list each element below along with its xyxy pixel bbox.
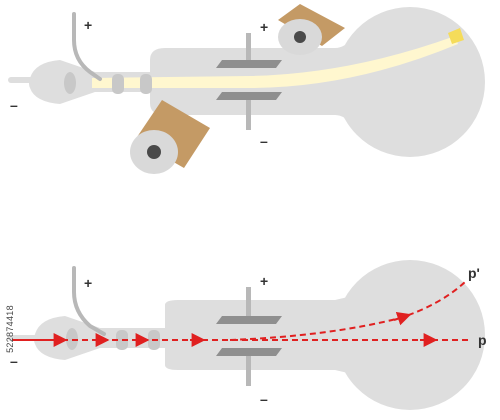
top-plus-left-label: + [84, 17, 92, 33]
top-screen-spot [448, 28, 464, 44]
bottom-plate-lower [216, 348, 282, 356]
top-plate-upper [216, 60, 282, 68]
top-tube: + – + – [8, 4, 485, 174]
path-p-label: p [478, 332, 487, 348]
bottom-plus-left-label: + [84, 275, 92, 291]
bottom-minus-left-label: – [10, 353, 18, 369]
top-bulb [335, 7, 485, 157]
top-electron-beam [92, 36, 458, 88]
bottom-minus-plate-label: – [260, 391, 268, 407]
bottom-anode-wire [72, 266, 106, 336]
top-cathode-lead [8, 77, 36, 83]
top-plus-plate-label: + [260, 19, 268, 35]
top-aperture-2 [140, 74, 152, 94]
stock-image-id: 522874418 [5, 305, 15, 353]
path-p-prime-label: p' [468, 265, 480, 281]
top-plate-wire-upper [246, 33, 251, 63]
bottom-plate-wire-lower [246, 356, 251, 386]
bottom-tube-body [165, 297, 348, 373]
top-minus-left-label: – [10, 97, 18, 113]
top-cathode-disc [64, 72, 76, 94]
bottom-bulb [335, 260, 485, 410]
top-cathode-end [29, 60, 95, 104]
bottom-ray-deflected-arrow [393, 312, 412, 326]
top-minus-plate-label: – [260, 133, 268, 149]
bottom-plus-plate-label: + [260, 273, 268, 289]
top-magnet-upper [278, 4, 345, 55]
top-anode-wire [72, 12, 102, 81]
top-plate-lower [216, 92, 282, 100]
top-aperture-1 [112, 74, 124, 94]
bottom-tube: + – + – p' p [8, 260, 487, 410]
bottom-ray-deflected [229, 281, 466, 341]
bottom-plate-upper [216, 316, 282, 324]
top-magnet-lower [130, 100, 210, 174]
bottom-plate-wire-upper [246, 287, 251, 319]
top-plate-wire-lower [246, 100, 251, 130]
